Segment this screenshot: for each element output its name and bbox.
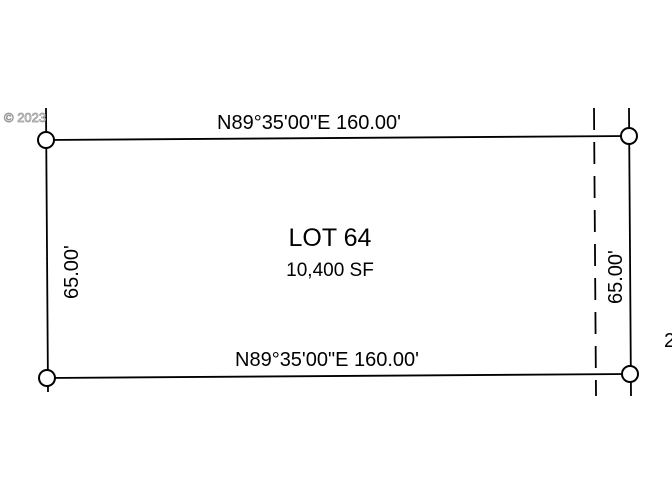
bottom-lot-line — [46, 373, 631, 379]
left-lot-line — [45, 107, 49, 393]
right-lot-line — [628, 107, 632, 397]
lot-area: 10,400 SF — [286, 260, 374, 281]
easement-dashed-line — [593, 107, 597, 397]
top-lot-line — [45, 135, 630, 141]
adjacent-lot-label: 2 — [664, 330, 672, 352]
copyright-watermark: © 2023 — [4, 110, 46, 125]
corner-monument-icon — [621, 365, 639, 383]
lot-title: LOT 64 — [289, 224, 372, 252]
bottom-bearing-label: N89°35'00"E 160.00' — [235, 349, 419, 371]
top-bearing-label: N89°35'00"E 160.00' — [217, 112, 401, 134]
corner-monument-icon — [620, 127, 638, 145]
right-dimension-label: 65.00' — [605, 250, 627, 304]
corner-monument-icon — [37, 131, 55, 149]
corner-monument-icon — [38, 369, 56, 387]
left-dimension-label: 65.00' — [61, 245, 83, 299]
